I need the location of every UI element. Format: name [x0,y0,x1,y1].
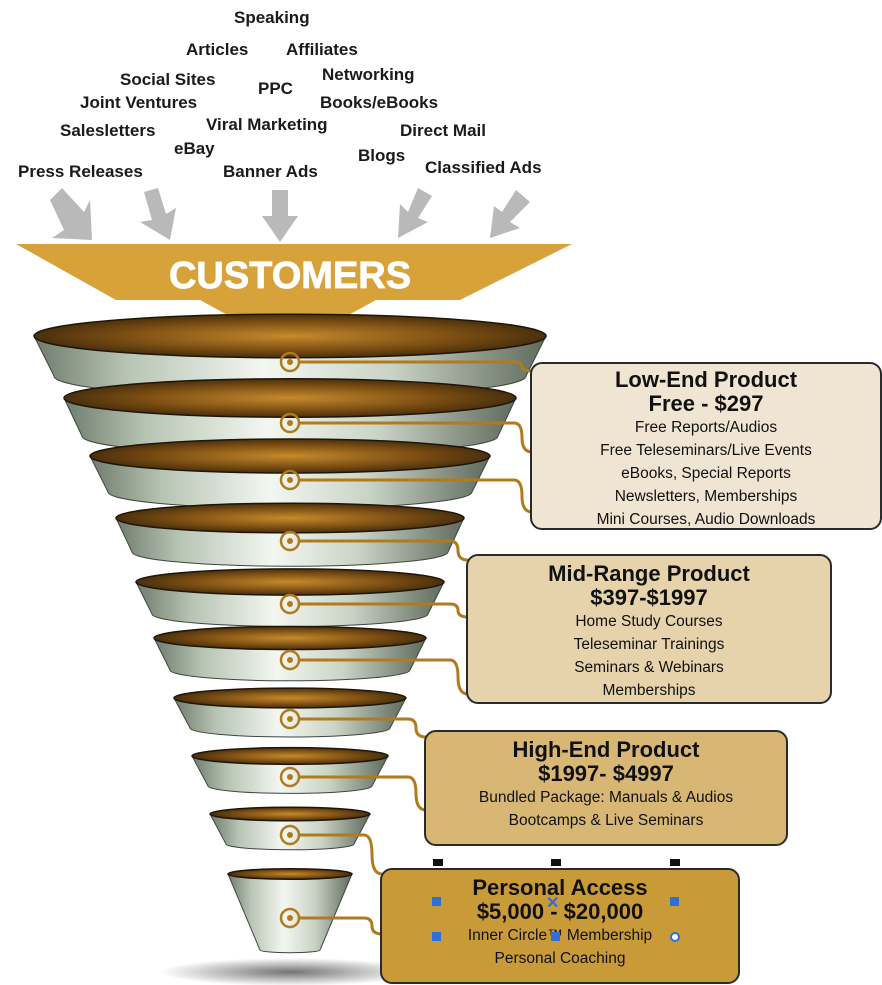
tier-item: Bundled Package: Manuals & Audios [478,789,734,806]
funnel-ring [135,568,445,627]
funnel-ring [89,438,491,509]
tier-high-end-box: High-End Product $1997- $4997 Bundled Pa… [424,730,788,846]
connector-line [299,775,427,812]
source-label: Networking [322,65,415,84]
connector-line [299,360,533,373]
tier-item: Newsletters, Memberships [614,488,798,505]
selection-handle[interactable] [433,859,443,866]
tier-low-end-box: Low-End Product Free - $297 Free Reports… [530,362,882,530]
tier-item: eBooks, Special Reports [621,465,791,482]
source-label: Direct Mail [400,121,486,140]
tier-price: $1997- $4997 [538,761,674,786]
connector-line [299,539,469,562]
funnel-ring [191,746,389,794]
selection-handle[interactable] [670,859,680,866]
selection-handle[interactable] [551,932,560,941]
selection-handle[interactable] [432,897,441,906]
connector-line [299,478,533,514]
tier-item: Mini Courses, Audio Downloads [596,511,816,528]
tier-item: Bootcamps & Live Seminars [508,812,704,829]
selection-handle[interactable] [432,932,441,941]
tier-price: $397-$1997 [590,585,708,610]
connector-line [299,421,533,454]
tier-item: Memberships [602,682,696,699]
tier-item: Personal Coaching [494,950,626,967]
funnel-ring [209,806,371,851]
arrow-icon [50,188,530,242]
source-label: Banner Ads [223,162,318,181]
tier-title: High-End Product [512,737,700,762]
source-label: Classified Ads [425,158,542,177]
funnel-ring [63,378,517,456]
tier-title: Low-End Product [614,367,798,392]
source-label: Articles [186,40,249,59]
tier-item: Home Study Courses [575,613,723,630]
connector-line [299,916,383,936]
source-label: eBay [174,139,215,158]
source-label: Press Releases [18,162,143,181]
tier-price: $5,000 - $20,000 [476,899,644,924]
funnel-ring [173,687,407,738]
customers-label: CUSTOMERS [169,255,411,297]
selection-handle[interactable] [551,859,561,866]
source-label: Joint Ventures [80,93,198,112]
connector-line [299,602,469,619]
center-cross-icon: ✕ [546,895,560,912]
source-label: Salesletters [60,121,156,140]
tier-price: Free - $297 [648,391,764,416]
tier-item: Free Teleseminars/Live Events [600,442,812,459]
tier-title: Personal Access [472,875,648,900]
customers-banner [16,244,572,348]
source-label: Affiliates [286,40,358,59]
funnel-ring [153,625,427,682]
tier-item: Free Reports/Audios [634,419,778,436]
tier-item: Inner Circle™ Membership [467,927,653,944]
connector-line [299,658,469,696]
tier-personal-access-box[interactable]: Personal Access $5,000 - $20,000 Inner C… [380,868,740,984]
source-label: Speaking [234,8,310,27]
selection-handle[interactable] [670,897,679,906]
source-label: Blogs [358,146,406,165]
funnel-shadow [160,958,420,985]
tier-item: Teleseminar Trainings [573,636,725,653]
tier-item: Seminars & Webinars [574,659,724,676]
connector-line [299,717,427,739]
tier-title: Mid-Range Product [548,561,750,586]
funnel-ring [227,867,353,954]
tier-mid-range-box: Mid-Range Product $397-$1997 Home Study … [466,554,832,704]
source-label: Viral Marketing [206,115,328,134]
funnel-ring [115,502,465,567]
source-label: PPC [258,79,293,98]
rotate-handle[interactable] [670,932,680,942]
source-label: Social Sites [120,70,216,89]
source-label: Books/eBooks [320,93,439,112]
connector-line [299,833,383,876]
